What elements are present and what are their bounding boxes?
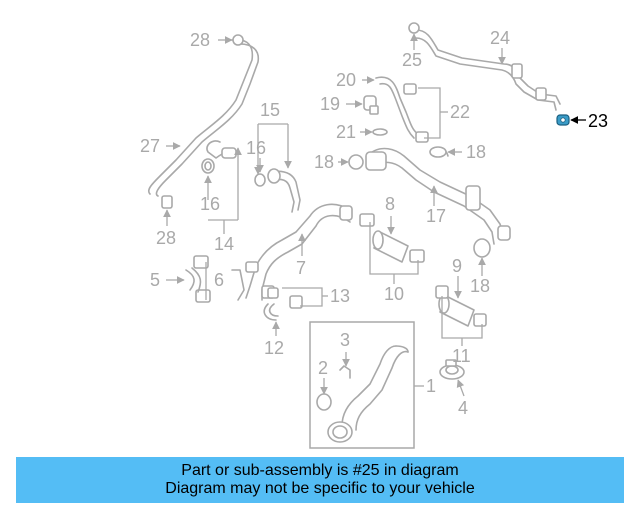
part-25-highlight[interactable]	[556, 114, 570, 126]
part-24-pipe	[408, 22, 561, 111]
callout-7: 7	[296, 258, 306, 278]
callout-16-upper: 16	[246, 138, 266, 158]
callout-21: 21	[336, 122, 356, 142]
callout-5: 5	[150, 270, 160, 290]
callout-18-lower: 18	[470, 276, 490, 296]
callout-24: 24	[490, 28, 510, 48]
callout-11: 11	[452, 346, 471, 366]
info-banner: Part or sub-assembly is #25 in diagram D…	[16, 457, 624, 503]
callout-27: 27	[140, 136, 160, 156]
callout-10: 10	[384, 284, 404, 304]
part-1-assembly-box	[309, 321, 415, 449]
callout-12: 12	[264, 338, 284, 358]
banner-line-2: Diagram may not be specific to your vehi…	[165, 480, 475, 497]
callout-1: 1	[426, 376, 436, 396]
parts-diagram: 28 27 15 16 16 28 14 5 6 7 8 10 13 12 20…	[140, 22, 608, 449]
banner-line-1: Part or sub-assembly is #25 in diagram	[181, 462, 459, 479]
part-12-hose	[263, 287, 303, 321]
callout-22: 20	[336, 70, 356, 90]
callout-28-bottom: 28	[156, 228, 176, 248]
callout-17: 17	[426, 206, 446, 226]
callout-28-top: 28	[190, 30, 210, 50]
part-20-clamp	[429, 146, 447, 158]
part-19-sensor	[363, 95, 379, 115]
callout-13: 13	[330, 286, 350, 306]
part-6-fitting	[185, 255, 211, 303]
leader-lines	[163, 33, 586, 397]
part-4-clamp	[439, 359, 465, 380]
part-18-oring	[348, 154, 491, 258]
callout-labels: 28 27 15 16 16 28 14 5 6 7 8 10 13 12 20…	[140, 28, 608, 418]
part-14-hose	[201, 140, 237, 174]
part-21-oring	[372, 128, 388, 136]
callout-25[interactable]: 23	[588, 111, 608, 131]
callout-14: 14	[214, 234, 234, 254]
callout-4: 4	[458, 398, 468, 418]
callout-3: 3	[340, 330, 350, 350]
callout-9: 9	[452, 256, 462, 276]
part-17-pipe	[365, 147, 511, 245]
callout-20: 18	[466, 142, 486, 162]
callout-8: 8	[385, 194, 395, 214]
callout-26: 25	[402, 50, 422, 70]
callout-15: 15	[260, 100, 280, 120]
callout-16-lower: 16	[200, 194, 220, 214]
callout-23: 22	[450, 102, 470, 122]
part-15-hose	[254, 168, 301, 213]
callout-2: 2	[318, 358, 328, 378]
callout-19: 19	[320, 94, 340, 114]
part-7-hose	[231, 203, 353, 301]
callout-6: 6	[214, 270, 224, 290]
part-22-hose	[375, 76, 429, 143]
callout-18-upper: 18	[314, 152, 334, 172]
part-27-pipe	[147, 34, 260, 209]
